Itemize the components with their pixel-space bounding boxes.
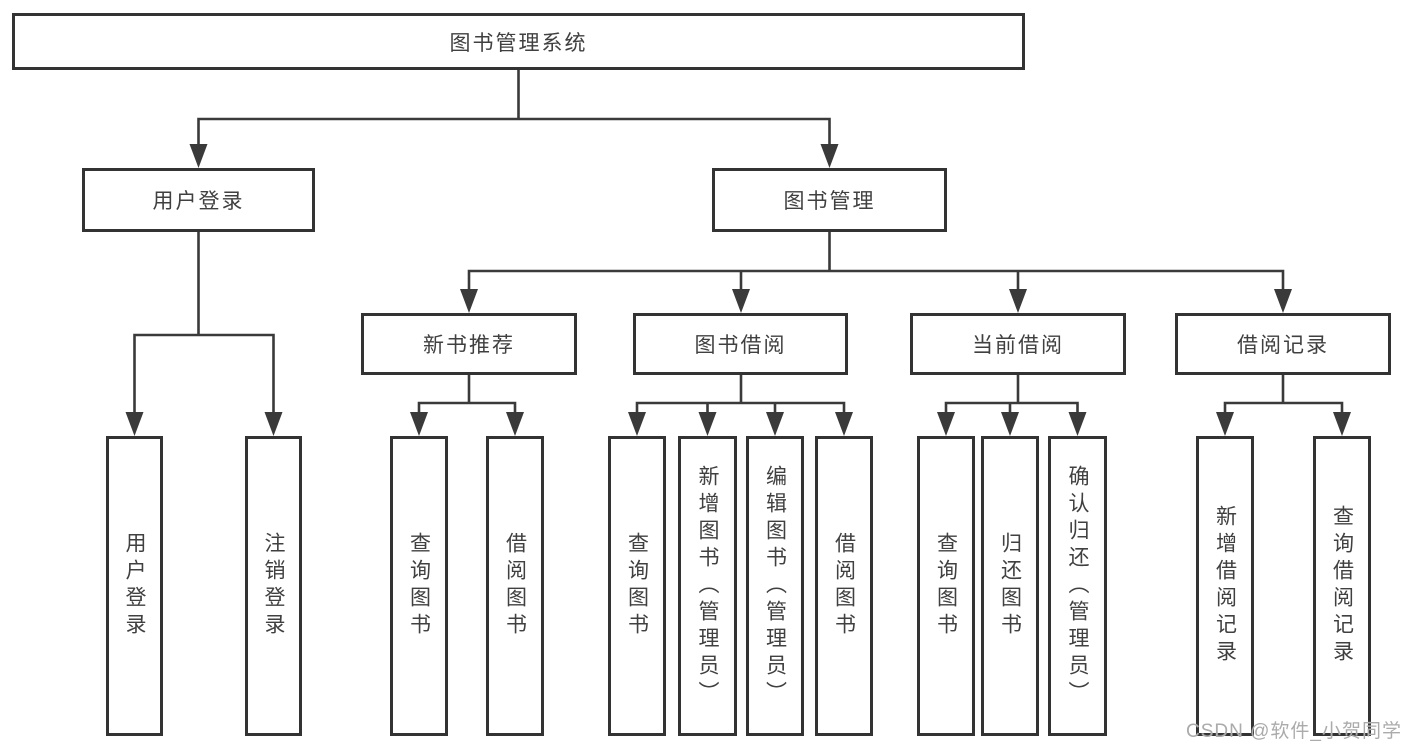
leaf-user-login-label: 用户登录 [123,532,146,640]
node-new-book-recommend-label: 新书推荐 [423,334,515,357]
leaf-add-books-admin-label: 新增图书（管理员） [696,464,719,708]
leaf-query-books-1: 查询图书 [390,436,448,736]
leaf-add-books-admin: 新增图书（管理员） [678,436,737,736]
leaf-return-books-label: 归还图书 [998,532,1022,640]
connector-borrow-record-to-leaves [1216,375,1351,436]
leaf-edit-books-admin: 编辑图书（管理员） [746,436,804,736]
connector-book-borrow-to-leaves [628,375,853,436]
node-book-management-label: 图书管理 [783,190,876,213]
leaf-query-books-2-label: 查询图书 [625,532,649,640]
leaf-return-books: 归还图书 [981,436,1039,736]
leaf-borrow-books-2-label: 借阅图书 [832,532,856,640]
csdn-watermark: CSDN @软件_小贺同学 [1186,721,1402,742]
leaf-query-books-2: 查询图书 [608,436,666,736]
connector-user-login-to-leaves [125,232,283,436]
connector-current-borrow-to-leaves [937,375,1087,436]
node-current-borrow: 当前借阅 [910,313,1126,375]
leaf-confirm-return-admin-label: 确认归还（管理员） [1066,464,1089,708]
leaf-query-borrow-record-label: 查询借阅记录 [1330,505,1354,667]
leaf-add-borrow-record-label: 新增借阅记录 [1213,505,1237,667]
node-book-management: 图书管理 [712,168,947,232]
node-current-borrow-label: 当前借阅 [972,334,1064,357]
leaf-query-books-1-label: 查询图书 [407,532,431,640]
leaf-query-books-3: 查询图书 [917,436,975,736]
node-borrow-record-label: 借阅记录 [1237,334,1329,357]
connector-new-book-to-leaves [410,375,524,436]
node-user-login-label: 用户登录 [152,190,245,213]
leaf-borrow-books-1: 借阅图书 [486,436,544,736]
connector-book-management-to-groups [460,232,1292,313]
connector-root-to-branches [189,70,839,168]
node-new-book-recommend: 新书推荐 [361,313,577,375]
leaf-add-borrow-record: 新增借阅记录 [1196,436,1254,736]
leaf-edit-books-admin-label: 编辑图书（管理员） [763,464,787,708]
leaf-query-books-3-label: 查询图书 [934,532,958,640]
node-user-login: 用户登录 [82,168,315,232]
node-book-borrow: 图书借阅 [633,313,848,375]
node-borrow-record: 借阅记录 [1175,313,1391,375]
leaf-confirm-return-admin: 确认归还（管理员） [1048,436,1107,736]
leaf-query-borrow-record: 查询借阅记录 [1313,436,1371,736]
leaf-borrow-books-1-label: 借阅图书 [503,532,527,640]
leaf-logout-label: 注销登录 [262,532,285,640]
node-root-system-label: 图书管理系统 [449,31,588,55]
node-root-system: 图书管理系统 [12,13,1025,70]
leaf-borrow-books-2: 借阅图书 [815,436,873,736]
leaf-logout: 注销登录 [245,436,302,736]
leaf-user-login: 用户登录 [106,436,163,736]
node-book-borrow-label: 图书借阅 [694,334,787,357]
